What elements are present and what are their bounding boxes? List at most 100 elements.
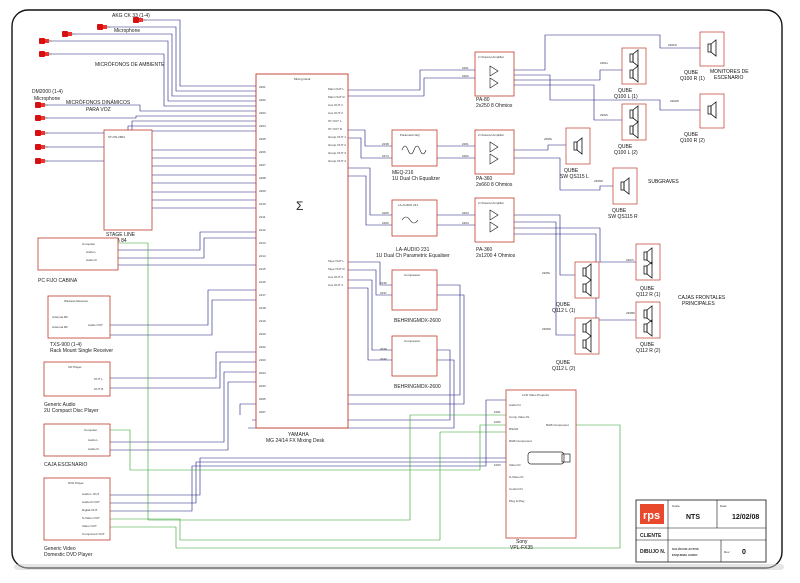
port-tag: 2274 <box>382 154 389 158</box>
projector-port: RS232 <box>509 427 519 431</box>
stage-line-caption: STAGE LINE <box>106 232 136 238</box>
eq-caption-2: 1U Dual Ch Equalizer <box>392 176 440 182</box>
port-tag: 2203 <box>462 211 469 215</box>
projector-port: RGB Component <box>509 439 532 443</box>
dvd-port: Video OUT <box>82 524 97 528</box>
dvd-port: Audio R OUT <box>82 500 100 504</box>
mixer-input-tag: 2211 <box>259 215 266 219</box>
speaker-tag: 2302R <box>670 99 680 103</box>
mixer-input-tag: 2220 <box>259 332 266 336</box>
projector-port: Plug & Play <box>509 499 525 503</box>
mixer-output-label: Group OUT 2 <box>328 143 346 147</box>
mixer-output-label: Main OUT L <box>328 87 344 91</box>
projector-port: Video IN <box>509 463 520 467</box>
projector-port: Control IN <box>509 487 523 491</box>
speaker-tag: 2308R <box>626 311 636 315</box>
mixer-input-tag: 2005 <box>259 397 266 401</box>
dvd-port: Audio L OUT <box>82 492 99 496</box>
mixer-input-tag: 2207 <box>259 163 266 167</box>
dvd-title: DVD Player <box>68 481 84 485</box>
port-tag: 2204 <box>462 221 469 225</box>
compressor-caption: BEHRINGMDX-2600 <box>394 318 441 324</box>
monitors-group-label: MONITORES DE <box>710 69 749 75</box>
stage-line-caption-2: STB 84 <box>110 238 127 244</box>
front-group-label: CAJAS FRONTALES <box>678 295 726 301</box>
client-label: CLIENTE <box>640 533 662 539</box>
front-speaker-r1: 2307L QUBE Q112 R (1) <box>626 243 661 298</box>
speaker-caption-2: Q112 R (1) <box>636 292 661 298</box>
speaker-caption: QUBE <box>684 132 699 138</box>
port-tag: 1003 <box>494 463 501 467</box>
amp-title: 2 Channel Amplifier <box>478 55 504 59</box>
port-tag: 2205 <box>382 211 389 215</box>
cd-caption-2: 2U Compact Disc Player <box>44 408 99 414</box>
speaker-caption-2: Q100 L (2) <box>614 150 638 156</box>
mixer-title: Mixing Desk <box>294 77 311 81</box>
dvd-port: S-Video OUT <box>82 516 100 520</box>
projector-lens-icon <box>561 453 571 463</box>
ambient-label: MICRÓFONOS DE AMBIENTE <box>95 61 165 68</box>
port-tag: 2201 <box>462 66 469 70</box>
pc-port: Audio L <box>86 250 97 254</box>
speaker-tag: 2305L <box>542 271 551 275</box>
la-audio-equalizer: LA-AUDIO 231 2205 2206 LA-AUDIO 231 1U D… <box>376 199 450 259</box>
speaker-tag: 2301R <box>668 43 678 47</box>
mixer-input-tag: 2007 <box>259 410 266 414</box>
dvd-port: Component OUT <box>82 532 105 536</box>
mixer-output-label: Main OUT R <box>328 95 345 99</box>
mixer-output-label: Tape OUT R <box>328 267 345 271</box>
mixing-desk: Mixing Desk Σ 22012202220322042205220622… <box>255 73 349 444</box>
speaker-caption-2: SW QS115 R <box>608 214 638 220</box>
eq-title: LA-AUDIO 231 <box>398 203 418 207</box>
speaker-tag: 2305L <box>544 137 553 141</box>
video-wiring <box>110 242 621 549</box>
drawing-value-2: ESQUEMA AUDIO <box>672 553 698 557</box>
mixer-input-tag: 2043 <box>259 384 266 388</box>
front-group-label-2: PRINCIPALES <box>682 301 715 307</box>
mixer-input-tag: 2215 <box>259 267 266 271</box>
scale-label: Scale: <box>672 504 681 508</box>
amp-caption: PA-80 <box>476 97 490 103</box>
caja-escenario: Computer Audio L Audio R CAJA ESCENARIO <box>43 423 111 468</box>
eq-caption: LA-AUDIO 231 <box>396 247 430 253</box>
caja-port: Computer <box>84 428 97 432</box>
compressor-title: Compressor <box>404 273 420 277</box>
mixer-input-tag: 2217 <box>259 293 266 297</box>
speaker-caption: QUBE <box>612 208 627 214</box>
mixer-input-tag: 2044 <box>259 371 266 375</box>
projector-caption: Sony <box>516 539 528 545</box>
projector-title: LCD Video Projector <box>522 393 549 397</box>
mixer-input-tag: 2202 <box>259 98 266 102</box>
eq-caption-2: 1U Dual Ch Parametric Equaliser <box>376 253 450 259</box>
amp-caption-2: 2x250 8 Ohmios <box>476 103 513 109</box>
projector-caption-2: VPL-FX35 <box>510 545 533 551</box>
amplifier-icon <box>489 209 499 221</box>
mixer-input-tag: 2219 <box>259 319 266 323</box>
mixer-input-tag: 2216 <box>259 280 266 284</box>
wireless-port: Antenna RF <box>52 325 68 329</box>
cd-port: OUT L <box>94 377 103 381</box>
stage-line-title: ST-ON-2804 <box>108 135 125 139</box>
speaker-caption: QUBE <box>684 70 699 76</box>
mixer-input-tag: 2201 <box>259 85 266 89</box>
port-tag: 2040 <box>380 357 387 361</box>
projector-port: S-Video IN <box>509 475 523 479</box>
wireless-port: Antenna RF <box>52 315 68 319</box>
port-tag: 2206 <box>382 221 389 225</box>
projector-port: RGB Component <box>546 423 569 427</box>
speaker-caption-2: Q100 L (1) <box>614 94 638 100</box>
mixer-input-tag: 2204 <box>259 124 266 128</box>
port-tag: 2237 <box>380 291 387 295</box>
cd-port: OUT R <box>94 387 104 391</box>
port-tag: 2202 <box>462 74 469 78</box>
speaker-caption-2: Q112 L (1) <box>552 308 576 314</box>
speaker-caption: QUBE <box>618 88 633 94</box>
wireless-title: Wireless Receiver <box>64 299 88 303</box>
mixer-output-label: Aux OUT 1 <box>328 103 343 107</box>
mixer-input-tag: 2203 <box>259 111 266 115</box>
subwoofer-r: 2306R QUBE SW QS115 R <box>594 167 638 220</box>
speaker-caption-2: Q100 R (2) <box>680 138 705 144</box>
amp-title: 2 Channel Amplifier <box>478 201 504 205</box>
mixer-output-label: Group OUT 3 <box>328 151 346 155</box>
